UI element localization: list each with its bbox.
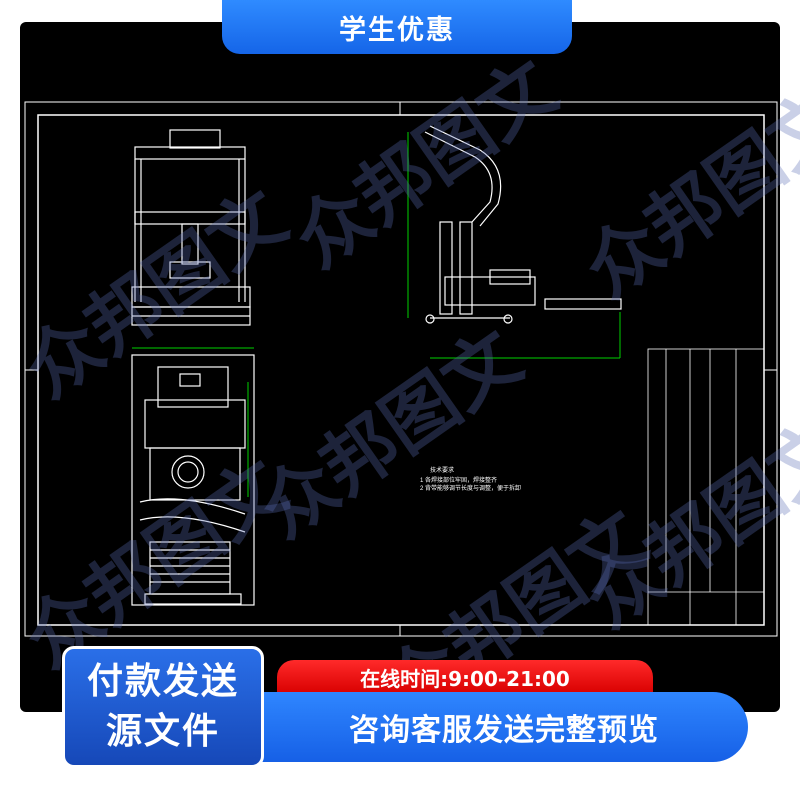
right-view [424, 125, 622, 324]
outer-frame [24, 101, 778, 637]
side-view [131, 354, 255, 606]
note-1: 1 各焊接部位牢固，焊接整齐 [420, 476, 497, 484]
parts-table [647, 348, 765, 626]
inner-frame [37, 114, 765, 626]
student-discount-banner: 学生优惠 [222, 0, 572, 54]
front-view [131, 129, 251, 326]
cad-drawing: 技术要求 1 各焊接部位牢固，焊接整齐 2 背带能够调节长度与调整，便于拆卸 [24, 101, 778, 637]
cad-canvas [20, 22, 780, 712]
note-2: 2 背带能够调节长度与调整，便于拆卸 [420, 484, 521, 492]
pay-send-source-box: 付款发送 源文件 [62, 646, 264, 768]
consult-service-bar: 咨询客服发送完整预览 [240, 692, 748, 762]
notes-title: 技术要求 [430, 466, 454, 474]
online-hours-pill: 在线时间:9:00-21:00 [277, 660, 653, 694]
notes: 技术要求 1 各焊接部位牢固，焊接整齐 2 背带能够调节长度与调整，便于拆卸 [420, 466, 521, 492]
pay-line-1: 付款发送 [86, 661, 239, 702]
pay-line-2: 源文件 [105, 711, 220, 752]
